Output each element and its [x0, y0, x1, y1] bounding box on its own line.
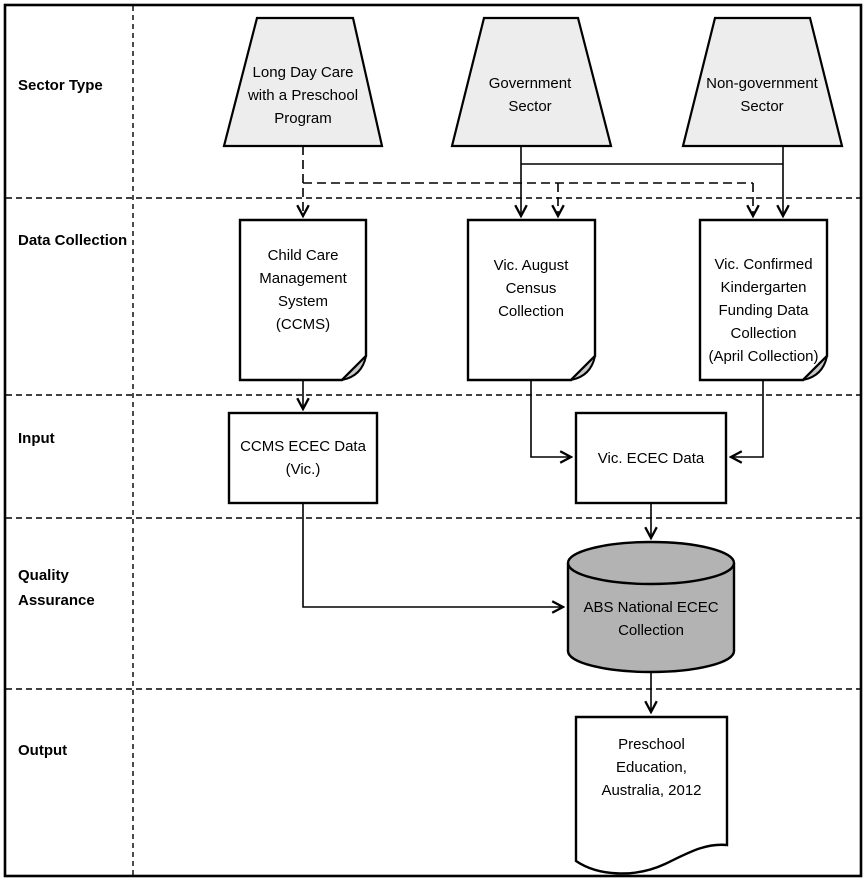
ccms-document [238, 218, 368, 382]
long-day-care-trapezoid [222, 16, 384, 148]
publication-document [574, 715, 729, 875]
vic-ecec-box [574, 411, 728, 505]
august-census-document [466, 218, 597, 382]
ccms-ecec-box [227, 411, 379, 505]
arrow-kindergarten-to-vicecec [731, 380, 764, 457]
outer-border [3, 3, 863, 878]
abs-collection-cylinder [566, 540, 736, 674]
non-government-sector-trapezoid [681, 16, 844, 148]
arrow-august-to-vicecec [530, 380, 571, 457]
government-sector-trapezoid [450, 16, 613, 148]
kindergarten-document [698, 218, 829, 382]
arrow-ccmsecec-to-abs [302, 503, 563, 607]
